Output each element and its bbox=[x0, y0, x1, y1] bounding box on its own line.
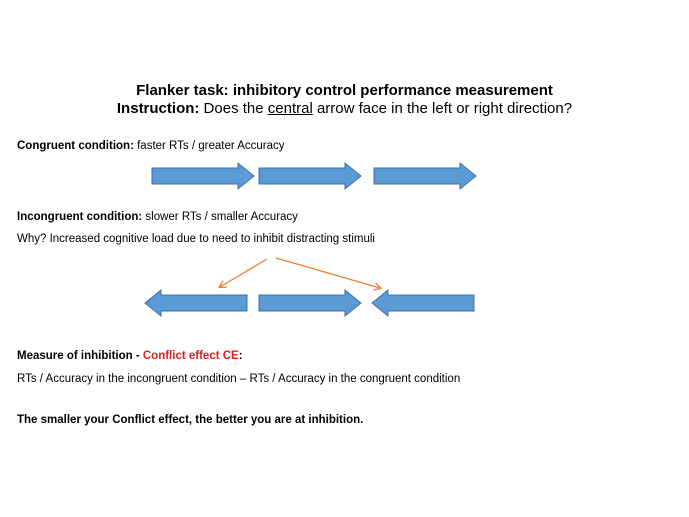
congruent-arrow-3-right bbox=[373, 161, 477, 191]
incongruent-text: slower RTs / smaller Accuracy bbox=[142, 211, 298, 223]
congruent-line: Congruent condition: faster RTs / greate… bbox=[17, 139, 285, 153]
congruent-arrow-1-right bbox=[151, 161, 255, 191]
congruent-text: faster RTs / greater Accuracy bbox=[133, 140, 285, 152]
measure-formula: RTs / Accuracy in the incongruent condit… bbox=[17, 373, 461, 385]
incongruent-line: Incongruent condition: slower RTs / smal… bbox=[17, 210, 298, 224]
incongruent-arrow-row bbox=[144, 288, 475, 318]
conflict-effect-label: Conflict effect CE bbox=[142, 350, 239, 362]
measure-line: Measure of inhibition - Conflict effect … bbox=[17, 349, 243, 363]
congruent-label: Congruent condition: bbox=[17, 140, 134, 152]
instruction-post: arrow face in the left or right directio… bbox=[312, 100, 573, 117]
incongruent-label: Incongruent condition: bbox=[17, 211, 143, 223]
incongruent-arrow-2-right bbox=[258, 288, 362, 318]
congruent-arrow-2-right bbox=[258, 161, 362, 191]
instruction-underlined: central bbox=[267, 100, 313, 117]
instruction-label: Instruction: bbox=[116, 100, 200, 117]
congruent-arrow-row bbox=[151, 161, 477, 191]
measure-colon: : bbox=[238, 350, 243, 362]
instruction-line: Instruction: Does the central arrow face… bbox=[0, 100, 689, 118]
conclusion: The smaller your Conflict effect, the be… bbox=[17, 414, 364, 426]
instruction-pre: Does the bbox=[199, 100, 268, 117]
incongruent-arrow-3-left bbox=[371, 288, 475, 318]
page-title: Flanker task: inhibitory control perform… bbox=[136, 82, 553, 99]
measure-label: Measure of inhibition - bbox=[17, 350, 143, 362]
incongruent-why: Why? Increased cognitive load due to nee… bbox=[17, 233, 375, 245]
pointer-arrow-left bbox=[220, 258, 268, 287]
pointer-arrow-right bbox=[275, 257, 380, 288]
incongruent-arrow-1-left bbox=[144, 288, 248, 318]
